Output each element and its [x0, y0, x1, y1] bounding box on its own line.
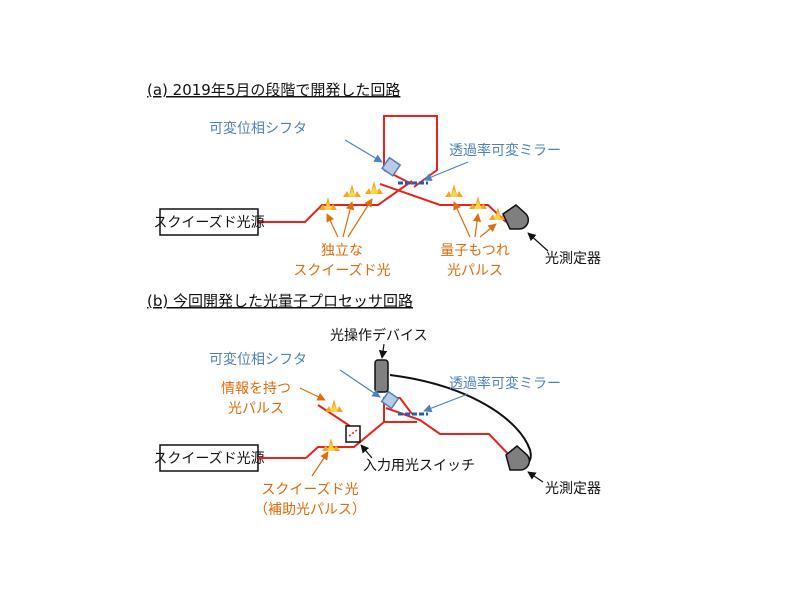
panel-b-detector-arrow	[527, 471, 544, 483]
panel-a-source-box	[159, 208, 259, 236]
panel-b-switch-arrow	[360, 444, 373, 459]
panel-a: (a) 2019年5月の段階で開発した回路 スクイーズド光源 光測定器 可変位相…	[147, 81, 601, 279]
panel-a-independent-label-2: スクイーズド光	[293, 263, 390, 279]
panel-b-mirror-arrow	[423, 393, 469, 413]
panel-b-mirror-label: 透過率可変ミラー	[449, 375, 561, 392]
panel-b-info-beam	[317, 404, 351, 427]
panel-b-spark-aux	[322, 438, 340, 451]
panel-b-title: (b) 今回開発した光量子プロセッサ回路	[147, 292, 413, 310]
panel-a-input-beam	[258, 180, 413, 223]
panel-a-ent-arrow-1	[453, 201, 471, 238]
panel-b-source-box	[159, 444, 259, 472]
panel-a-mirror-label: 透過率可変ミラー	[449, 142, 561, 159]
panel-a-entangled-label-2: 光パルス	[447, 263, 503, 279]
panel-a-detector-arrow	[527, 232, 549, 252]
panel-b-phase-shifter-label: 可変位相シフタ	[209, 351, 307, 368]
panel-a-indep-arrow-2	[342, 201, 355, 238]
panel-b-device	[374, 359, 389, 393]
panel-b-info-label-1: 情報を持つ	[221, 381, 291, 397]
panel-b-device-arrow	[378, 343, 388, 359]
panel-a-output-beam	[379, 183, 507, 223]
panel-a-spark-4	[445, 184, 463, 197]
panel-b-phase-shifter-arrow	[339, 369, 381, 398]
panel-b-spark-info	[325, 399, 343, 412]
panel-a-title: (a) 2019年5月の段階で開発した回路	[147, 81, 400, 99]
panel-a-loop-beam	[383, 115, 438, 188]
panel-b-detector-label: 光測定器	[545, 481, 601, 497]
panel-b: (b) 今回開発した光量子プロセッサ回路 光測定器 光操作デバイス 可変位相シフ…	[147, 292, 601, 518]
panel-b-info-label-2: 光パルス	[228, 401, 284, 417]
panel-a-spark-2	[343, 184, 361, 197]
panel-a-phase-shifter-label: 可変位相シフタ	[209, 120, 307, 137]
panel-a-independent-label-1: 独立な	[321, 243, 363, 259]
panel-b-output-beam	[385, 407, 513, 459]
panel-b-aux-label-1: スクイーズド光	[261, 482, 358, 498]
panel-a-source-label: スクイーズド光源	[153, 215, 264, 231]
panel-a-detector	[502, 204, 530, 230]
panel-b-source-label: スクイーズド光源	[153, 451, 264, 467]
panel-a-spark-5	[469, 196, 487, 209]
panel-a-indep-arrow-3	[347, 198, 373, 238]
panel-a-mirror-arrow	[423, 161, 469, 182]
panel-b-input-beam	[305, 421, 417, 459]
panel-a-ent-arrow-2	[472, 213, 482, 238]
panel-b-aux-label-2: （補助光パルス）	[254, 502, 366, 518]
panel-b-device-label: 光操作デバイス	[330, 327, 428, 344]
panel-a-spark-3	[365, 181, 383, 194]
panel-b-info-arrow	[299, 387, 326, 401]
panel-a-phase-shifter-arrow	[344, 139, 383, 163]
panel-a-detector-label: 光測定器	[545, 251, 601, 267]
panel-b-switch-label: 入力用光スイッチ	[363, 458, 475, 474]
panel-a-spark-1	[319, 197, 337, 210]
panel-b-input-switch	[345, 425, 361, 443]
panel-a-ent-arrow-3	[479, 223, 497, 238]
panel-b-detector	[505, 445, 531, 471]
panel-a-indep-arrow-1	[326, 213, 339, 238]
panel-b-phase-shifter	[380, 390, 400, 410]
panel-a-entangled-label-1: 量子もつれ	[440, 243, 509, 259]
panel-a-phase-shifter	[381, 156, 402, 177]
panel-b-input-switch-inner	[348, 429, 358, 437]
panel-b-aux-arrow	[311, 451, 329, 477]
